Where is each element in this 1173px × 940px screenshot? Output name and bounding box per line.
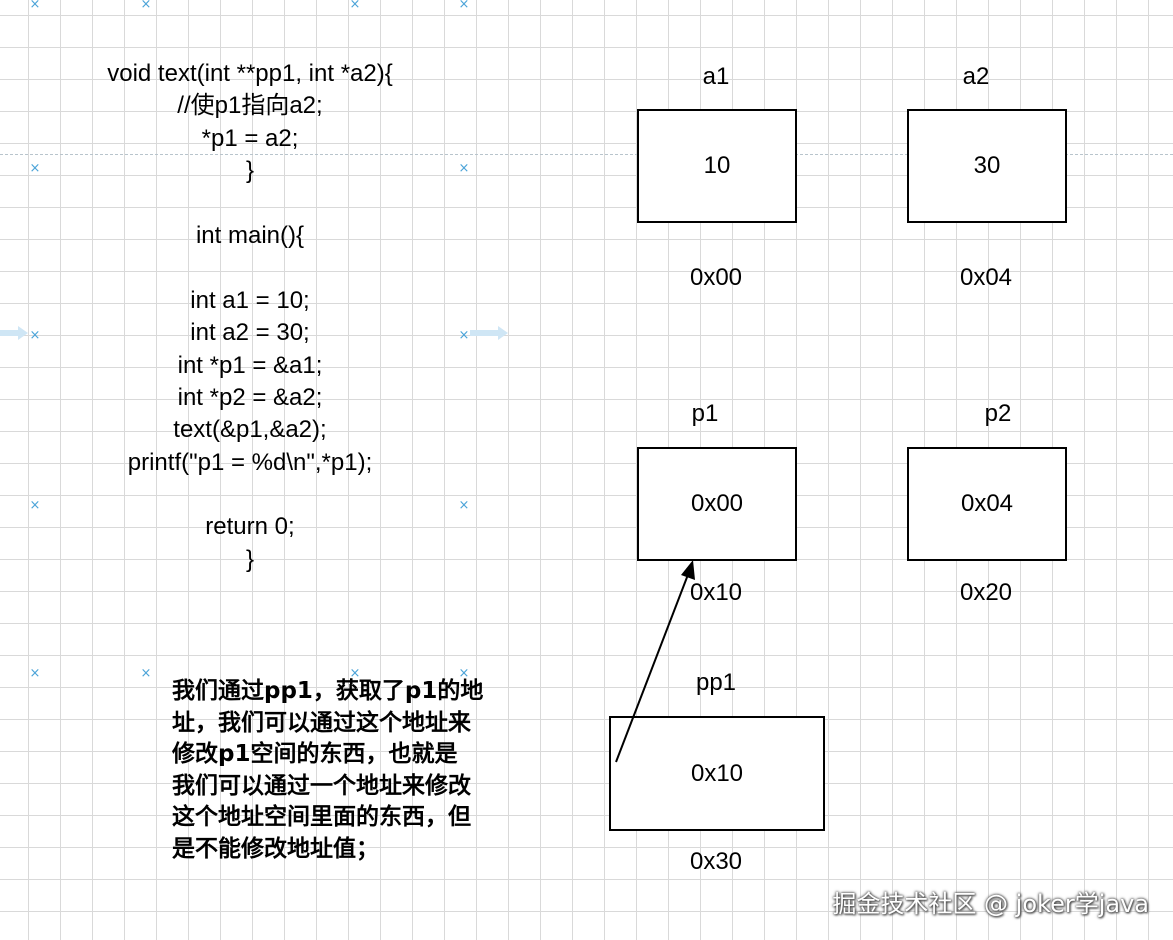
code-line: } (245, 545, 254, 573)
dashed-guide-line (0, 154, 1173, 155)
guide-cross-mark: × (140, 666, 152, 681)
code-line: int *p1 = &a1; (177, 351, 323, 379)
pp1-memory-box[interactable]: 0x10 (609, 716, 825, 831)
pp1-address-label: 0x30 (689, 848, 743, 875)
guide-cross-mark: × (458, 328, 470, 343)
a1-address-label: 0x00 (689, 264, 743, 291)
p2-memory-box[interactable]: 0x04 (907, 447, 1067, 561)
guide-cross-mark: × (29, 0, 41, 12)
code-block: void text(int **pp1, int *a2){ //使p1指向a2… (60, 58, 440, 576)
a2-address-label: 0x04 (959, 264, 1013, 291)
code-line: int a1 = 10; (190, 286, 310, 314)
guide-cross-mark: × (349, 666, 361, 681)
code-line: int a2 = 30; (190, 319, 310, 347)
guide-cross-mark: × (29, 666, 41, 681)
guide-cross-mark: × (29, 328, 41, 343)
code-line: int *p2 = &a2; (177, 383, 323, 411)
code-line: return 0; (205, 513, 295, 541)
a1-memory-box[interactable]: 10 (637, 109, 797, 223)
p2-address-label: 0x20 (959, 579, 1013, 606)
guide-arrow-left-icon (0, 326, 28, 340)
p1-address-label: 0x10 (689, 579, 743, 606)
code-line: void text(int **pp1, int *a2){ (107, 60, 393, 87)
a2-name-label: a2 (962, 63, 990, 90)
p2-name-label: p2 (984, 400, 1012, 427)
code-line: printf("p1 = %d\n",*p1); (127, 448, 373, 476)
note-line: 我们可以通过一个地址来修改 (172, 772, 471, 799)
guide-cross-mark: × (29, 498, 41, 513)
code-line: //使p1指向a2; (177, 92, 323, 120)
guide-cross-mark: × (458, 498, 470, 513)
code-line: } (245, 157, 254, 185)
guide-cross-mark: × (458, 0, 470, 12)
p1-name-label: p1 (691, 400, 719, 427)
note-line: 我们通过pp1，获取了p1的地 (172, 678, 484, 704)
guide-cross-mark: × (458, 161, 470, 176)
guide-cross-mark: × (140, 0, 152, 12)
guide-cross-mark: × (458, 666, 470, 681)
code-line: int main(){ (195, 221, 305, 249)
code-line: text(&p1,&a2); (173, 416, 327, 444)
note-line: 这个地址空间里面的东西，但 (172, 804, 471, 830)
pp1-name-label: pp1 (695, 669, 737, 696)
p1-memory-box[interactable]: 0x00 (637, 447, 797, 561)
note-line: 修改p1空间的东西，也就是 (172, 741, 458, 767)
a1-name-label: a1 (702, 63, 730, 90)
note-line: 址，我们可以通过这个地址来 (172, 709, 471, 736)
code-line: *p1 = a2; (201, 124, 299, 152)
explanation-note: 我们通过pp1，获取了p1的地 址，我们可以通过这个地址来 修改p1空间的东西，… (172, 676, 532, 865)
a2-memory-box[interactable]: 30 (907, 109, 1067, 223)
watermark: 掘金技术社区 @ joker学java (832, 890, 1149, 918)
guide-cross-mark: × (29, 161, 41, 176)
guide-cross-mark: × (349, 0, 361, 12)
guide-arrow-right-icon (470, 326, 508, 340)
note-line: 是不能修改地址值； (172, 835, 379, 862)
